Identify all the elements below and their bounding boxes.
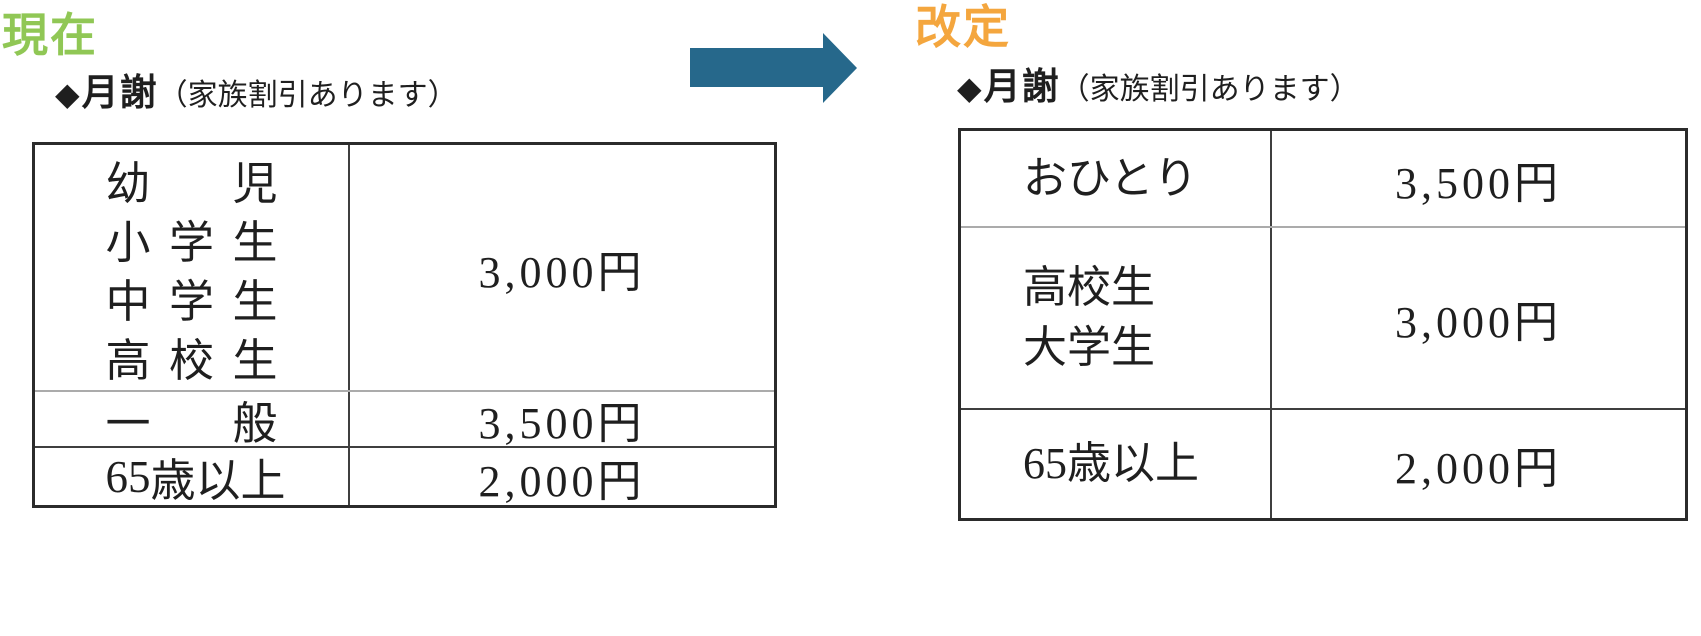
revised-monthly-fee-heading: ◆ 月謝 （家族割引あります） (957, 56, 1360, 110)
fee-category-line: 大学生 (1023, 323, 1155, 372)
fee-price-cell: 3,000円 (350, 145, 774, 390)
category-char: 学 (168, 217, 214, 268)
category-char: 5 (128, 451, 151, 502)
category-char: 生 (232, 276, 278, 327)
category-char: 幼 (105, 158, 151, 209)
monthly-fee-label: 月謝 (983, 66, 1060, 107)
fee-category-line: 高校生 (106, 327, 278, 386)
fee-category-line: 一般 (106, 390, 278, 449)
right-arrow-icon (690, 33, 857, 103)
category-char: 一 (105, 398, 151, 449)
fee-category-cell: 一般 (35, 390, 350, 449)
fee-category-line: 小学生 (106, 209, 278, 268)
fee-category-cell: 高校生大学生 (961, 228, 1272, 408)
category-char: 生 (232, 217, 278, 268)
fee-row: 高校生大学生 3,000円 (961, 226, 1685, 408)
category-char: 中 (105, 276, 151, 327)
fee-price: 3,500円 (1395, 158, 1562, 208)
revised-fee-table: おひとり 3,500円高校生大学生 3,000円 65歳以上 2,000円 (958, 128, 1688, 521)
category-char: 高 (105, 335, 151, 386)
monthly-fee-label: 月謝 (81, 72, 158, 113)
fee-category-line: おひとり (1023, 153, 1198, 203)
family-discount-note: （家族割引あります） (1059, 73, 1360, 106)
fee-price: 3,500円 (478, 399, 646, 448)
category-char: 生 (232, 335, 278, 386)
category-char: 上 (240, 456, 286, 506)
fee-price-cell: 2,000円 (350, 448, 774, 506)
revised-section-title: 改定 (915, 1, 1011, 53)
diamond-icon: ◆ (55, 76, 80, 112)
current-monthly-fee-heading: ◆ 月謝 （家族割引あります） (55, 62, 458, 116)
category-char: 6 (105, 451, 129, 502)
current-section-title: 現在 (2, 9, 98, 61)
fee-category-cell: 幼児小学生中学生高校生 (35, 145, 350, 390)
category-char: 学 (168, 276, 214, 327)
category-char: 以 (195, 456, 241, 506)
fee-price: 3,000円 (478, 247, 646, 297)
category-char: 小 (105, 217, 151, 268)
fee-price-cell: 3,500円 (350, 392, 774, 448)
fee-price-cell: 3,000円 (1272, 228, 1685, 408)
category-char: 児 (232, 158, 278, 209)
family-discount-note: （家族割引あります） (157, 79, 458, 112)
category-char: 般 (232, 398, 278, 449)
fee-category-cell: おひとり (961, 131, 1272, 226)
fee-price: 2,000円 (1395, 444, 1562, 493)
category-char: 歳 (150, 456, 196, 506)
fee-row: おひとり 3,500円 (961, 131, 1685, 226)
diamond-icon: ◆ (957, 70, 982, 106)
fee-category-line: 高校生 (1023, 263, 1155, 312)
fee-category-line: 中学生 (106, 268, 278, 327)
fee-category-line: 幼児 (106, 150, 278, 209)
fee-price: 2,000円 (478, 456, 646, 506)
fee-price-cell: 3,500円 (1272, 131, 1685, 226)
fee-category-cell: 65歳以上 (961, 410, 1272, 518)
fee-row: 65歳以上 2,000円 (961, 408, 1685, 518)
fee-price-cell: 2,000円 (1272, 410, 1685, 518)
category-char: 校 (168, 335, 214, 386)
fee-category-line: 65歳以上 (1023, 439, 1199, 488)
fee-price: 3,000円 (1395, 298, 1562, 347)
